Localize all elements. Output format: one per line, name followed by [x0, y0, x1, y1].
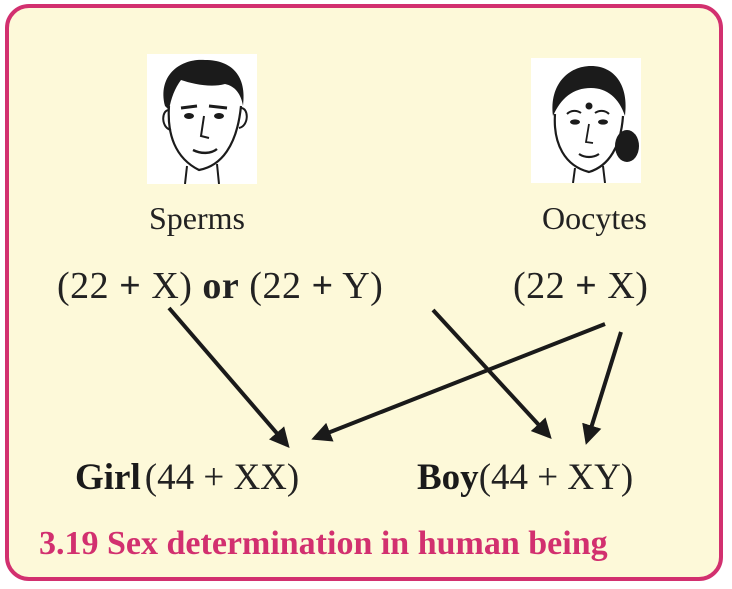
plus-sign: + — [119, 265, 142, 307]
oocytes-label: Oocytes — [542, 200, 647, 236]
woman-face-icon — [531, 58, 641, 183]
or-word: or — [202, 265, 240, 307]
oocyte-x-chromosome: X) — [607, 265, 649, 307]
plus-sign: + — [575, 265, 598, 307]
boy-result: Boy(44 + XY) — [417, 456, 633, 499]
plus-sign: + — [311, 265, 334, 307]
open-paren: ( — [57, 265, 71, 307]
girl-label: Girl — [75, 457, 141, 498]
figure-caption: 3.19 Sex determination in human being — [39, 525, 608, 562]
figure-card: Sperms Oocytes (22 + X) or (22 + Y) (22 … — [5, 4, 723, 581]
oocyte-gamete-formula: (22 + X) — [513, 264, 648, 308]
girl-karyotype: (44 + XX) — [144, 457, 300, 498]
girl-result: Girl (44 + XX) — [75, 456, 299, 499]
sperm-x-autosomes: 22 — [70, 265, 110, 307]
man-face-icon — [147, 54, 257, 184]
arrow-oocyte-to-girl — [311, 322, 606, 442]
boy-karyotype: (44 + XY) — [478, 457, 634, 498]
sperms-label: Sperms — [149, 200, 245, 236]
oocyte-autosomes: (22 — [513, 265, 566, 307]
arrow-sperm-x-to-girl — [167, 306, 290, 449]
arrow-sperm-y-to-boy — [431, 308, 552, 439]
sperm-y-autosomes: (22 — [249, 265, 302, 307]
sperm-x-chromosome: X) — [151, 265, 193, 307]
sperm-gametes-formula: (22 + X) or (22 + Y) — [57, 264, 383, 308]
sperm-y-chromosome: Y) — [342, 265, 384, 307]
arrow-oocyte-to-boy — [582, 331, 623, 445]
boy-label: Boy — [417, 457, 479, 498]
inheritance-arrows — [167, 306, 623, 449]
